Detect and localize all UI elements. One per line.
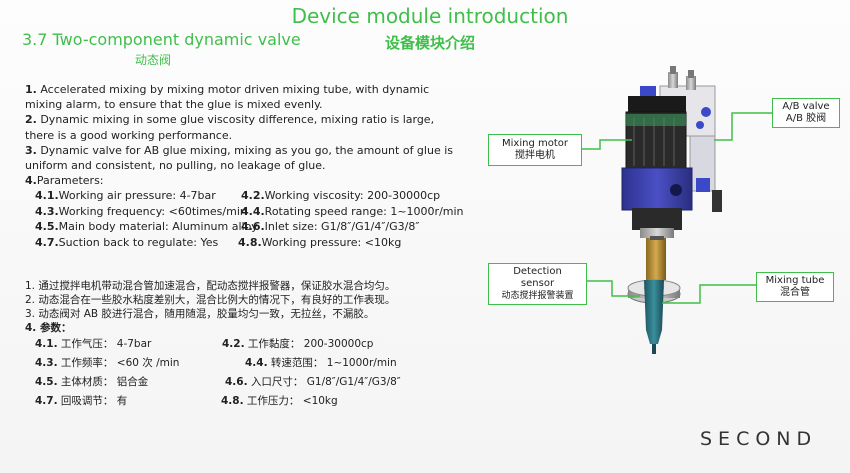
point-number: 2. (25, 113, 37, 127)
param-text: 工作压力： <10kg (243, 395, 338, 407)
param-text: Working viscosity: 200-30000cp (264, 189, 441, 202)
point-text: Dynamic valve for AB glue mixing, mixing… (25, 143, 453, 173)
param-number: 4.1. (35, 189, 59, 202)
callout-lines (580, 112, 772, 304)
sensor-callout-line (585, 280, 640, 297)
param-text: Working frequency: <60times/min (58, 204, 247, 218)
mixing-motor (625, 86, 687, 171)
param-number: 4.6. (241, 220, 265, 233)
param-text: 工作频率： <60 次 /min (57, 357, 180, 369)
english-point-4: 4.Parameters: (25, 173, 465, 188)
param-text: 入口尺寸： G1/8″/G1/4″/G3/8″ (247, 376, 401, 388)
param-number: 4.3. (35, 204, 59, 218)
param-number: 4.4. (245, 357, 268, 369)
param-text: 工作黏度： 200-30000cp (244, 338, 374, 350)
param-text: Inlet size: G1/8″/G1/4″/G3/8″ (264, 220, 420, 233)
param-number: 4.1. (35, 338, 58, 350)
chinese-description: 1. 通过搅拌电机带动混合管加速混合，配动态搅拌报警器，保证胶水混合均匀。 2.… (25, 279, 465, 335)
param-number: 4.3. (35, 357, 58, 369)
english-point-2: 2. Dynamic mixing in some glue viscosity… (25, 112, 465, 142)
param-text: 回吸调节： 有 (57, 395, 128, 407)
param-text: 工作气压： 4-7bar (57, 338, 152, 350)
english-point-1: 1. Accelerated mixing by mixing motor dr… (25, 82, 465, 112)
point-number: 4. (25, 174, 37, 188)
shaft-collar (650, 236, 664, 240)
callout-mixing-motor: Mixing motor 搅拌电机 (488, 134, 582, 166)
point-text: Parameters: (36, 174, 104, 188)
param-text: Working pressure: <10kg (261, 235, 402, 249)
section-title-en: 3.7 Two-component dynamic valve (22, 30, 301, 49)
callout-label-en: Detection sensor (513, 266, 562, 289)
english-description: 1. Accelerated mixing by mixing motor dr… (25, 82, 465, 188)
blue-mixing-body (621, 167, 693, 238)
param-number: 4.8. (238, 235, 262, 249)
callout-mixing-tube: Mixing tube 混合管 (756, 272, 834, 302)
point-number: 1. (25, 83, 37, 96)
chinese-point-1: 1. 通过搅拌电机带动混合管加速混合，配动态搅拌报警器，保证胶水混合均匀。 (25, 280, 396, 292)
callout-label-cn: 混合管 (780, 287, 810, 298)
chinese-point-3: 3. 动态阀对 AB 胶进行混合，随用随混，胶量均匀一致，无拉丝，不漏胶。 (25, 308, 375, 320)
param-number: 4.4. (241, 204, 265, 218)
param-number: 4.2. (222, 338, 245, 350)
motor-callout-line (580, 139, 632, 150)
slide-title-en: Device module introduction (291, 4, 569, 28)
param-number: 4.7. (35, 235, 59, 249)
param-text: Working air pressure: 4-7bar (58, 189, 216, 202)
param-number: 4.7. (35, 395, 58, 407)
callout-label-en: A/B valve (782, 101, 830, 112)
param-text: Rotating speed range: 1~1000r/min (264, 204, 464, 218)
chinese-point-4: 4. 参数： (25, 322, 72, 334)
param-number: 4.5. (35, 220, 59, 233)
param-number: 4.2. (241, 189, 265, 202)
slide-title-cn: 设备模块介绍 (384, 34, 475, 52)
callout-label-cn: 动态搅拌报警装置 (501, 291, 574, 301)
callout-label-cn: A/B 胶阀 (785, 113, 827, 124)
tube-callout-line (662, 284, 756, 304)
param-text: Main body material: Aluminum alloy (58, 220, 258, 233)
callout-label-cn: 搅拌电机 (515, 150, 555, 161)
point-text: Dynamic mixing in some glue viscosity di… (25, 113, 435, 142)
callout-ab-valve: A/B valve A/B 胶阀 (772, 98, 840, 128)
point-text: Accelerated mixing by mixing motor drive… (25, 83, 430, 112)
chinese-point-2: 2. 动态混合在一些胶水粘度差别大，混合比例大的情况下，有良好的工作表现。 (25, 294, 396, 306)
param-text: Suction back to regulate: Yes (58, 235, 219, 249)
brass-shaft (646, 238, 666, 280)
param-number: 4.5. (35, 376, 58, 388)
param-text: 转速范围： 1~1000r/min (267, 357, 397, 369)
param-number: 4.6. (225, 376, 248, 388)
mixing-tube (644, 280, 664, 354)
callout-detection-sensor: Detection sensor 动态搅拌报警装置 (488, 263, 587, 305)
callout-label-en: Mixing motor (502, 138, 568, 149)
point-number: 3. (25, 143, 37, 157)
param-number: 4.8. (221, 395, 244, 407)
section-title-cn: 动态阀 (135, 53, 172, 67)
second-logo: SECOND (700, 428, 818, 450)
param-text: 主体材质： 铝合金 (57, 376, 149, 388)
valve-callout-line (714, 112, 772, 141)
english-point-3: 3. Dynamic valve for AB glue mixing, mix… (25, 143, 465, 173)
callout-label-en: Mixing tube (765, 275, 825, 286)
